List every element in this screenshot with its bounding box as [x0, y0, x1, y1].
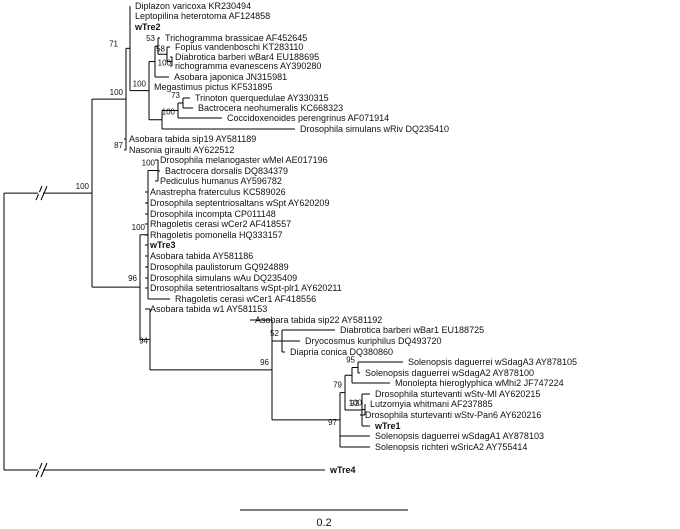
support-value: 100: [349, 399, 363, 408]
support-value: 96: [128, 274, 137, 283]
support-value: 87: [114, 141, 123, 150]
taxon-label: Drosophila simulans wRiv DQ235410: [300, 124, 449, 134]
taxon-label: Anastrepha fraterculus KC589026: [150, 187, 286, 197]
tree-branches: [3, 6, 403, 471]
taxon-label: Drosophila sturtevanti wStv-Pan6 AY62021…: [365, 410, 541, 420]
taxon-label: Solenopsis daguerrei wSdagA2 AY878100: [365, 368, 534, 378]
taxon-label: Dryocosmus kuriphilus DQ493720: [305, 336, 442, 346]
support-value: 93: [350, 399, 359, 408]
taxon-label: richogramma evanescens AY390280: [175, 61, 321, 71]
scale-bar: 0.2: [240, 509, 408, 529]
support-value: 96: [260, 358, 269, 367]
taxon-label: Lutzomyia whitmani AF237885: [370, 399, 493, 409]
taxon-label: Asobara japonica JN315981: [174, 72, 287, 82]
taxon-label: Diabrotica barberi wBar4 EU188695: [175, 52, 319, 62]
taxon-label: Leptopilina heterotoma AF124858: [135, 11, 270, 21]
break-mark: [40, 462, 48, 478]
taxon-label: Coccidoxenoides perengrinus AF071914: [227, 113, 389, 123]
support-value: 71: [109, 39, 118, 48]
support-value: 95: [346, 356, 355, 365]
taxon-label: Diapria conica DQ380860: [290, 347, 393, 357]
support-value: 53: [146, 34, 155, 43]
taxon-label: Trinoton querquedulae AY330315: [195, 93, 329, 103]
taxon-label: Diabrotica barberi wBar1 EU188725: [340, 325, 484, 335]
taxon-label: Drosophila paulistorum GQ924889: [150, 262, 289, 272]
scale-bar-label: 0.2: [316, 517, 331, 529]
taxon-label: Rhagoletis cerasi wCer2 AF418557: [150, 219, 291, 229]
taxon-label: Drosophila septentriosaltans wSpt AY6202…: [150, 198, 329, 208]
support-value: 97: [328, 418, 337, 427]
support-value: 100: [76, 182, 90, 191]
support-value: 100: [162, 108, 176, 117]
break-gap: [38, 192, 43, 195]
taxon-label: Bactrocera dorsalis DQ834379: [165, 166, 288, 176]
support-value: 100: [110, 88, 124, 97]
taxon-label: Solenopsis daguerrei wSdagA1 AY878103: [375, 431, 544, 441]
taxon-label: Trichogramma brassicae AF452645: [165, 33, 307, 43]
taxon-label: Megastimus pictus KF531895: [154, 82, 273, 92]
support-value: 52: [270, 329, 279, 338]
support-value: 79: [333, 381, 342, 390]
break-mark: [40, 185, 48, 201]
taxon-label: Solenopsis daguerrei wSdagA3 AY878105: [408, 357, 577, 367]
taxon-label: Fopius vandenboschi KT283110: [175, 42, 303, 52]
taxon-label: Drosophila sturtevanti wStv-MI AY620215: [375, 389, 540, 399]
taxon-label: Solenopsis richteri wSricA2 AY755414: [375, 442, 527, 452]
taxon-label: Pediculus humanus AY596782: [160, 176, 282, 186]
taxon-label: Monolepta hieroglyphica wMhi2 JF747224: [395, 378, 564, 388]
taxon-label: Asobara tabida AY581186: [150, 251, 253, 261]
taxon-label: Bactrocera neohumeralis KC668323: [198, 103, 343, 113]
taxon-label: Asobara tabida sip19 AY581189: [129, 134, 256, 144]
taxon-label: Drosophila incompta CP011148: [150, 209, 276, 219]
taxon-label: Rhagoletis cerasi wCer1 AF418556: [175, 294, 316, 304]
support-value: 100: [133, 80, 147, 89]
taxon-label: Asobara tabida sip22 AY581192: [255, 315, 382, 325]
taxon-label: wTre3: [149, 240, 176, 250]
taxon-label: wTre2: [134, 22, 161, 32]
support-value: 100: [132, 223, 146, 232]
taxon-label: Drosophila setentriosaltans wSpt-plr1 AY…: [150, 283, 342, 293]
support-value: 100: [142, 159, 156, 168]
support-value: 100: [158, 59, 172, 68]
taxon-label: Drosophila melanogaster wMel AE017196: [160, 155, 328, 165]
break-gap: [38, 469, 43, 471]
taxon-label: Nasonia giraulti AY622512: [129, 145, 234, 155]
taxon-label: wTre4: [329, 465, 356, 475]
support-values: 1005853731001007110010010052951009379979…: [76, 34, 363, 427]
taxon-label: Asobara tabida w1 AY581153: [150, 304, 267, 314]
branch-break-marks: [35, 185, 48, 478]
taxon-label: Diplazon varicoxa KR230494: [135, 1, 251, 11]
support-value: 73: [171, 91, 180, 100]
taxon-label: Rhagoletis pomonella HQ333157: [150, 230, 283, 240]
taxon-label: wTre1: [374, 421, 401, 431]
taxon-label: Drosophila simulans wAu DQ235409: [150, 273, 297, 283]
support-value: 58: [156, 44, 165, 53]
support-value: 94: [139, 336, 148, 345]
